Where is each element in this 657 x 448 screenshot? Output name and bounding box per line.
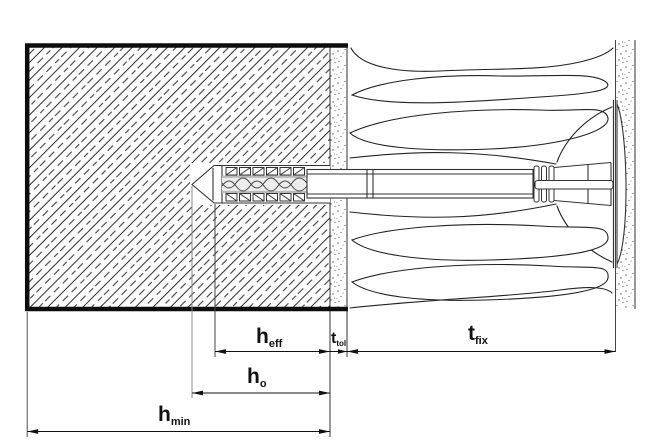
dim-label-h-o-main: h xyxy=(247,365,260,388)
dim-label-t-fix-sub: fix xyxy=(475,335,488,347)
anchor-plate xyxy=(612,100,627,268)
anchor-shaft xyxy=(306,168,534,199)
concrete-block-border xyxy=(24,43,348,312)
insulation-layer xyxy=(349,47,614,309)
anchor-pin xyxy=(534,179,614,190)
dim-label-t-tol-main: t xyxy=(331,330,337,347)
dim-label-h-eff-main: h xyxy=(256,325,269,348)
dim-label-t-tol-sub: tol xyxy=(336,339,347,348)
dim-label-h-min-main: h xyxy=(158,403,171,426)
dim-label-t-fix: tfix xyxy=(468,322,488,347)
dim-label-t-tol: ttol xyxy=(331,330,347,348)
expansion-sleeve xyxy=(191,164,330,204)
dim-label-h-min-sub: min xyxy=(170,416,191,428)
dim-label-h-o-sub: o xyxy=(259,378,267,390)
extension-lines xyxy=(26,186,348,437)
dim-label-h-eff-sub: eff xyxy=(268,338,283,350)
sleeve-slots xyxy=(225,167,305,202)
insulation-anchor xyxy=(191,100,627,268)
dim-label-t-fix-main: t xyxy=(468,322,475,345)
dim-label-h-min: hmin xyxy=(158,403,191,428)
dimension-lines xyxy=(27,349,616,434)
dim-label-h-eff: heff xyxy=(256,325,283,350)
dim-line-ttol xyxy=(330,349,347,354)
dim-label-h-o: ho xyxy=(247,365,267,390)
